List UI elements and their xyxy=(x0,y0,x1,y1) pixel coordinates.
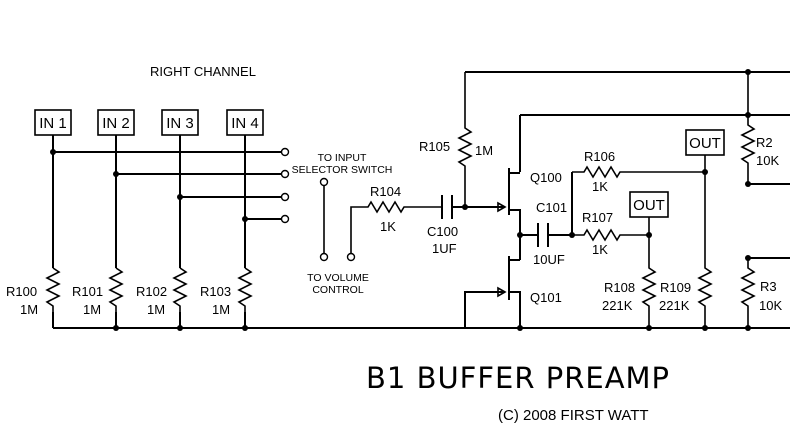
input-box-4 xyxy=(226,109,264,136)
r3-value: 10K xyxy=(759,298,782,313)
output-label-1: OUT xyxy=(689,135,721,152)
junction-dot xyxy=(113,325,119,331)
junction-dot xyxy=(177,325,183,331)
r108-ref: R108 xyxy=(604,280,635,295)
r100-value: 1M xyxy=(20,302,38,317)
junction-dot xyxy=(113,171,119,177)
resistor-r109 xyxy=(697,155,713,328)
r104-ref: R104 xyxy=(370,184,401,199)
transistor-q100 xyxy=(508,115,521,230)
r109-value: 221K xyxy=(659,298,690,313)
resistor-r107 xyxy=(572,228,649,242)
r102-value: 1M xyxy=(147,302,165,317)
volume-terminal-1 xyxy=(319,252,329,262)
junction-dot xyxy=(50,149,56,155)
schematic-title: B1 BUFFER PREAMP xyxy=(366,361,670,395)
c101-value: 10UF xyxy=(533,252,565,267)
r106-ref: R106 xyxy=(584,149,615,164)
junction-dot xyxy=(646,232,652,238)
junction-dot xyxy=(177,194,183,200)
input-label-1: IN 1 xyxy=(39,115,67,132)
c100-ref: C100 xyxy=(427,224,458,239)
junction-dot xyxy=(745,255,751,261)
r100-ref: R100 xyxy=(6,284,37,299)
copyright-text: (C) 2008 FIRST WATT xyxy=(498,407,649,424)
q100-gate-arrow xyxy=(497,201,507,213)
wire-q101-gate xyxy=(464,291,505,328)
r105-value: 1M xyxy=(475,143,493,158)
r107-ref: R107 xyxy=(582,210,613,225)
transistor-q101 xyxy=(508,256,521,328)
capacitor-c100 xyxy=(441,195,453,219)
volume-note-2: CONTROL xyxy=(312,284,363,296)
junction-dot xyxy=(702,169,708,175)
selector-terminal-1 xyxy=(280,147,290,157)
resistor-r103 xyxy=(237,267,253,312)
resistor-r2 xyxy=(740,72,756,184)
input-label-3: IN 3 xyxy=(166,115,194,132)
volume-note-1: TO VOLUME xyxy=(307,272,369,284)
r105-ref: R105 xyxy=(419,139,450,154)
r108-value: 221K xyxy=(602,298,633,313)
r106-value: 1K xyxy=(592,179,608,194)
output-box-2 xyxy=(629,191,669,218)
r103-value: 1M xyxy=(212,302,230,317)
resistor-r105 xyxy=(457,72,473,207)
r103-ref: R103 xyxy=(200,284,231,299)
output-label-2: OUT xyxy=(633,197,665,214)
c101-ref: C101 xyxy=(536,200,567,215)
volume-terminal-2 xyxy=(346,252,356,262)
resistor-r106 xyxy=(572,165,705,179)
r101-ref: R101 xyxy=(72,284,103,299)
resistor-r102 xyxy=(172,267,188,312)
input-label-2: IN 2 xyxy=(102,115,130,132)
c100-value: 1UF xyxy=(432,241,457,256)
r101-value: 1M xyxy=(83,302,101,317)
r3-ref: R3 xyxy=(760,279,777,294)
selector-note-2: SELECTOR SWITCH xyxy=(292,164,393,176)
input-label-4: IN 4 xyxy=(231,115,259,132)
channel-label: RIGHT CHANNEL xyxy=(150,64,256,79)
resistor-r100 xyxy=(45,267,61,312)
junction-dot xyxy=(745,112,751,118)
resistor-r104 xyxy=(350,200,442,253)
resistor-r3 xyxy=(740,258,756,328)
wires-to-selector xyxy=(53,151,281,220)
r107-value: 1K xyxy=(592,242,608,257)
q100-ref: Q100 xyxy=(530,170,562,185)
r104-value: 1K xyxy=(380,219,396,234)
r2-value: 10K xyxy=(756,153,779,168)
resistor-r101 xyxy=(108,267,124,312)
selector-terminal-4 xyxy=(280,214,290,224)
junction-dot xyxy=(242,325,248,331)
resistor-r108 xyxy=(641,217,657,328)
selector-terminal-2 xyxy=(280,169,290,179)
q101-gate-arrow xyxy=(497,286,507,298)
r102-ref: R102 xyxy=(136,284,167,299)
selector-common-terminal xyxy=(319,177,329,187)
q101-ref: Q101 xyxy=(530,290,562,305)
junction-dot xyxy=(242,216,248,222)
r109-ref: R109 xyxy=(660,280,691,295)
junction-dot xyxy=(745,181,751,187)
output-box-1 xyxy=(685,129,725,156)
r2-ref: R2 xyxy=(756,135,773,150)
selector-terminal-3 xyxy=(280,192,290,202)
capacitor-c101 xyxy=(520,223,572,247)
selector-note-1: TO INPUT xyxy=(318,152,367,164)
